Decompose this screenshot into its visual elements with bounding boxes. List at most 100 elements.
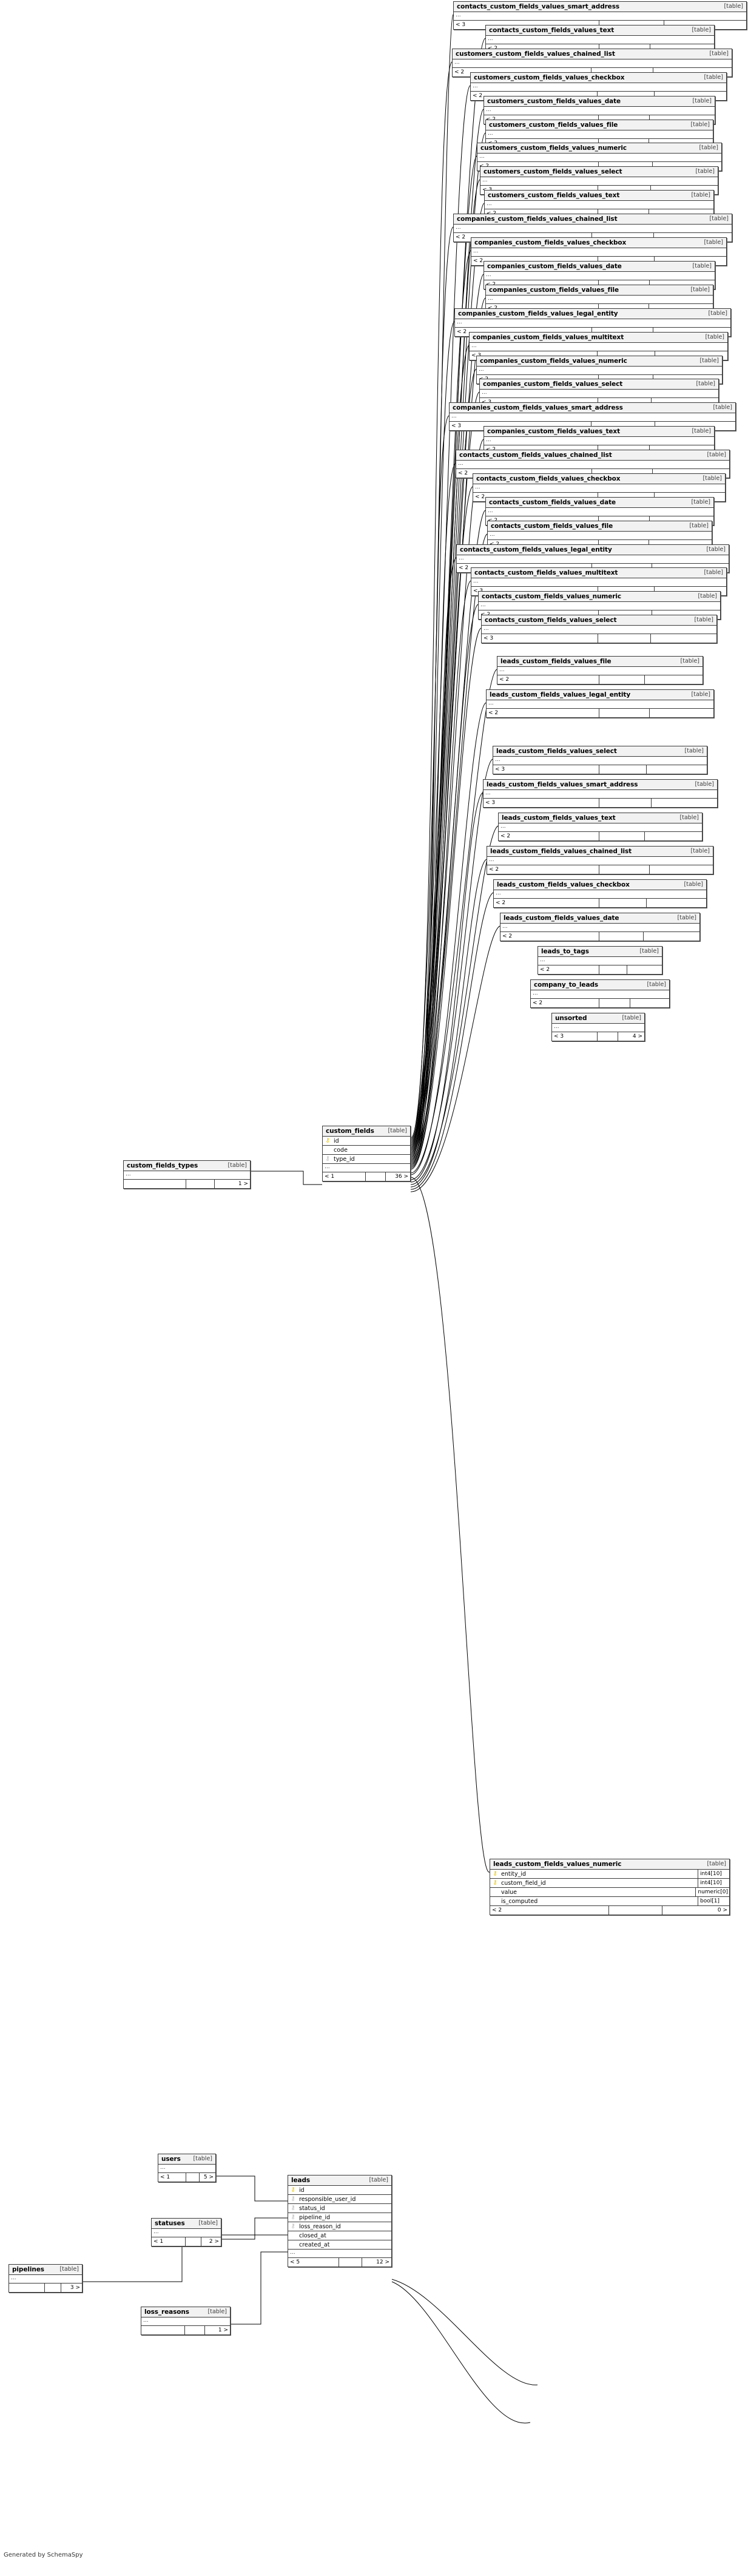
hidden-columns-ellipsis: ... <box>479 602 720 610</box>
table-header[interactable]: contacts_custom_fields_values_checkbox[t… <box>473 474 725 484</box>
table-header[interactable]: custom_fields[table] <box>323 1126 410 1137</box>
table-column-row[interactable]: closed_at <box>288 2231 391 2240</box>
table-header[interactable]: pipelines[table] <box>9 2265 82 2275</box>
table-header[interactable]: loss_reasons[table] <box>141 2307 230 2317</box>
table-header[interactable]: customers_custom_fields_values_date[tabl… <box>484 96 715 107</box>
table-header[interactable]: companies_custom_fields_values_chained_l… <box>454 214 732 225</box>
table-header[interactable]: companies_custom_fields_values_numeric[t… <box>477 356 722 367</box>
table-header[interactable]: contacts_custom_fields_values_date[table… <box>486 498 713 508</box>
table-header[interactable]: customers_custom_fields_values_numeric[t… <box>477 143 721 154</box>
table-header[interactable]: leads[table] <box>288 2175 391 2186</box>
table-header[interactable]: companies_custom_fields_values_select[ta… <box>480 379 718 390</box>
table-name: companies_custom_fields_values_smart_add… <box>453 404 623 411</box>
table-node-leads_custom_fields_values_smart_address[interactable]: leads_custom_fields_values_smart_address… <box>483 779 718 808</box>
outgoing-relationship-count <box>647 899 706 907</box>
table-column-row[interactable]: ⚷pipeline_id <box>288 2213 391 2222</box>
table-node-leads_custom_fields_values_text[interactable]: leads_custom_fields_values_text[table]..… <box>498 813 703 841</box>
table-name: companies_custom_fields_values_legal_ent… <box>458 309 618 317</box>
table-column-row[interactable]: ⚷id <box>288 2186 391 2195</box>
table-node-leads_custom_fields_values_chained_list[interactable]: leads_custom_fields_values_chained_list[… <box>487 846 713 874</box>
table-column-row[interactable]: ⚷loss_reason_id <box>288 2222 391 2231</box>
table-header[interactable]: customers_custom_fields_values_file[tabl… <box>486 120 713 130</box>
incoming-relationship-count: < 2 <box>487 709 599 717</box>
table-node-loss_reasons[interactable]: loss_reasons[table]...1 > <box>141 2307 231 2335</box>
table-header[interactable]: customers_custom_fields_values_text[tabl… <box>485 191 713 201</box>
table-header[interactable]: companies_custom_fields_values_multitext… <box>470 333 727 343</box>
incoming-relationship-count: < 1 <box>323 1172 366 1181</box>
table-header[interactable]: companies_custom_fields_values_legal_ent… <box>455 309 730 319</box>
table-node-leads_custom_fields_values_checkbox[interactable]: leads_custom_fields_values_checkbox[tabl… <box>493 879 707 908</box>
table-column-row[interactable]: created_at <box>288 2240 391 2250</box>
foreign-key-icon: ⚷ <box>291 2205 295 2211</box>
table-header[interactable]: companies_custom_fields_values_date[tabl… <box>484 262 715 272</box>
table-header[interactable]: companies_custom_fields_values_file[tabl… <box>486 285 713 296</box>
table-header[interactable]: leads_custom_fields_values_select[table] <box>493 746 707 757</box>
table-node-company_to_leads[interactable]: company_to_leads[table]...< 2 <box>530 979 670 1008</box>
table-node-leads_to_tags[interactable]: leads_to_tags[table]...< 2 <box>537 946 662 975</box>
table-node-companies_custom_fields_values_checkbox[interactable]: companies_custom_fields_values_checkbox[… <box>471 237 727 266</box>
incoming-relationship-count <box>141 2326 185 2334</box>
table-node-leads_custom_fields_values_file[interactable]: leads_custom_fields_values_file[table]..… <box>497 656 703 685</box>
table-header[interactable]: contacts_custom_fields_values_numeric[ta… <box>479 592 720 602</box>
foreign-key-icon: ⚷ <box>291 2214 295 2220</box>
table-header[interactable]: unsorted[table] <box>552 1013 644 1024</box>
table-header[interactable]: contacts_custom_fields_values_legal_enti… <box>457 545 729 555</box>
table-type-tag: [table] <box>690 121 710 128</box>
table-header[interactable]: companies_custom_fields_values_text[tabl… <box>484 427 714 437</box>
table-header[interactable]: leads_custom_fields_values_chained_list[… <box>487 847 713 857</box>
table-header[interactable]: contacts_custom_fields_values_file[table… <box>488 521 712 532</box>
relationship-spacer <box>599 999 631 1007</box>
table-header[interactable]: leads_custom_fields_values_smart_address… <box>484 780 717 790</box>
table-header[interactable]: custom_fields_types[table] <box>124 1161 250 1171</box>
table-node-leads[interactable]: leads[table]⚷id⚷responsible_user_id⚷stat… <box>288 2175 392 2267</box>
table-header[interactable]: leads_to_tags[table] <box>538 947 662 957</box>
table-header[interactable]: contacts_custom_fields_values_select[tab… <box>482 615 716 626</box>
table-header[interactable]: leads_custom_fields_values_checkbox[tabl… <box>494 880 706 890</box>
table-header[interactable]: contacts_custom_fields_values_chained_li… <box>456 450 729 461</box>
foreign-key-icon: ⚷ <box>325 1155 330 1162</box>
table-header[interactable]: leads_custom_fields_values_legal_entity[… <box>487 690 713 700</box>
table-column-row[interactable]: code <box>323 1146 410 1155</box>
table-header[interactable]: contacts_custom_fields_values_smart_addr… <box>454 2 746 12</box>
hidden-columns-ellipsis: ... <box>471 248 726 257</box>
table-header[interactable]: customers_custom_fields_values_chained_l… <box>453 49 732 59</box>
table-header[interactable]: customers_custom_fields_values_select[ta… <box>480 167 718 177</box>
table-node-leads_custom_fields_values_select[interactable]: leads_custom_fields_values_select[table]… <box>493 746 707 774</box>
table-header[interactable]: leads_custom_fields_values_date[table] <box>500 913 699 924</box>
table-header[interactable]: leads_custom_fields_values_numeric[table… <box>490 1859 729 1870</box>
table-node-leads_custom_fields_values_numeric[interactable]: leads_custom_fields_values_numeric[table… <box>490 1859 730 1915</box>
table-node-leads_custom_fields_values_legal_entity[interactable]: leads_custom_fields_values_legal_entity[… <box>486 689 714 718</box>
table-header[interactable]: leads_custom_fields_values_text[table] <box>499 813 702 823</box>
table-header[interactable]: contacts_custom_fields_values_text[table… <box>486 25 714 36</box>
table-column-row[interactable]: ⚷id <box>323 1137 410 1146</box>
table-column-row[interactable]: ⚷responsible_user_id <box>288 2195 391 2204</box>
table-node-leads_custom_fields_values_date[interactable]: leads_custom_fields_values_date[table]..… <box>500 913 700 941</box>
table-header[interactable]: companies_custom_fields_values_smart_add… <box>450 403 735 413</box>
column-name: value <box>501 1888 517 1896</box>
table-node-contacts_custom_fields_values_select[interactable]: contacts_custom_fields_values_select[tab… <box>481 615 717 643</box>
table-column-row[interactable]: ⚷type_id <box>323 1155 410 1164</box>
table-header[interactable]: users[table] <box>158 2154 215 2165</box>
table-header[interactable]: leads_custom_fields_values_file[table] <box>497 657 703 667</box>
table-column-row[interactable]: ⚷status_id <box>288 2204 391 2213</box>
table-header[interactable]: statuses[table] <box>152 2219 221 2229</box>
table-name: customers_custom_fields_values_chained_l… <box>456 50 615 58</box>
table-header[interactable]: customers_custom_fields_values_checkbox[… <box>471 73 726 83</box>
column-name: id <box>299 2186 305 2194</box>
table-header[interactable]: contacts_custom_fields_values_multitext[… <box>471 568 726 578</box>
table-header[interactable]: companies_custom_fields_values_checkbox[… <box>471 238 726 248</box>
table-type-tag: [table] <box>707 451 726 458</box>
table-node-pipelines[interactable]: pipelines[table]...3 > <box>8 2264 83 2293</box>
table-type-tag: [table] <box>59 2266 79 2273</box>
table-node-custom_fields_types[interactable]: custom_fields_types[table]...1 > <box>123 1160 251 1189</box>
table-header[interactable]: company_to_leads[table] <box>531 980 669 990</box>
